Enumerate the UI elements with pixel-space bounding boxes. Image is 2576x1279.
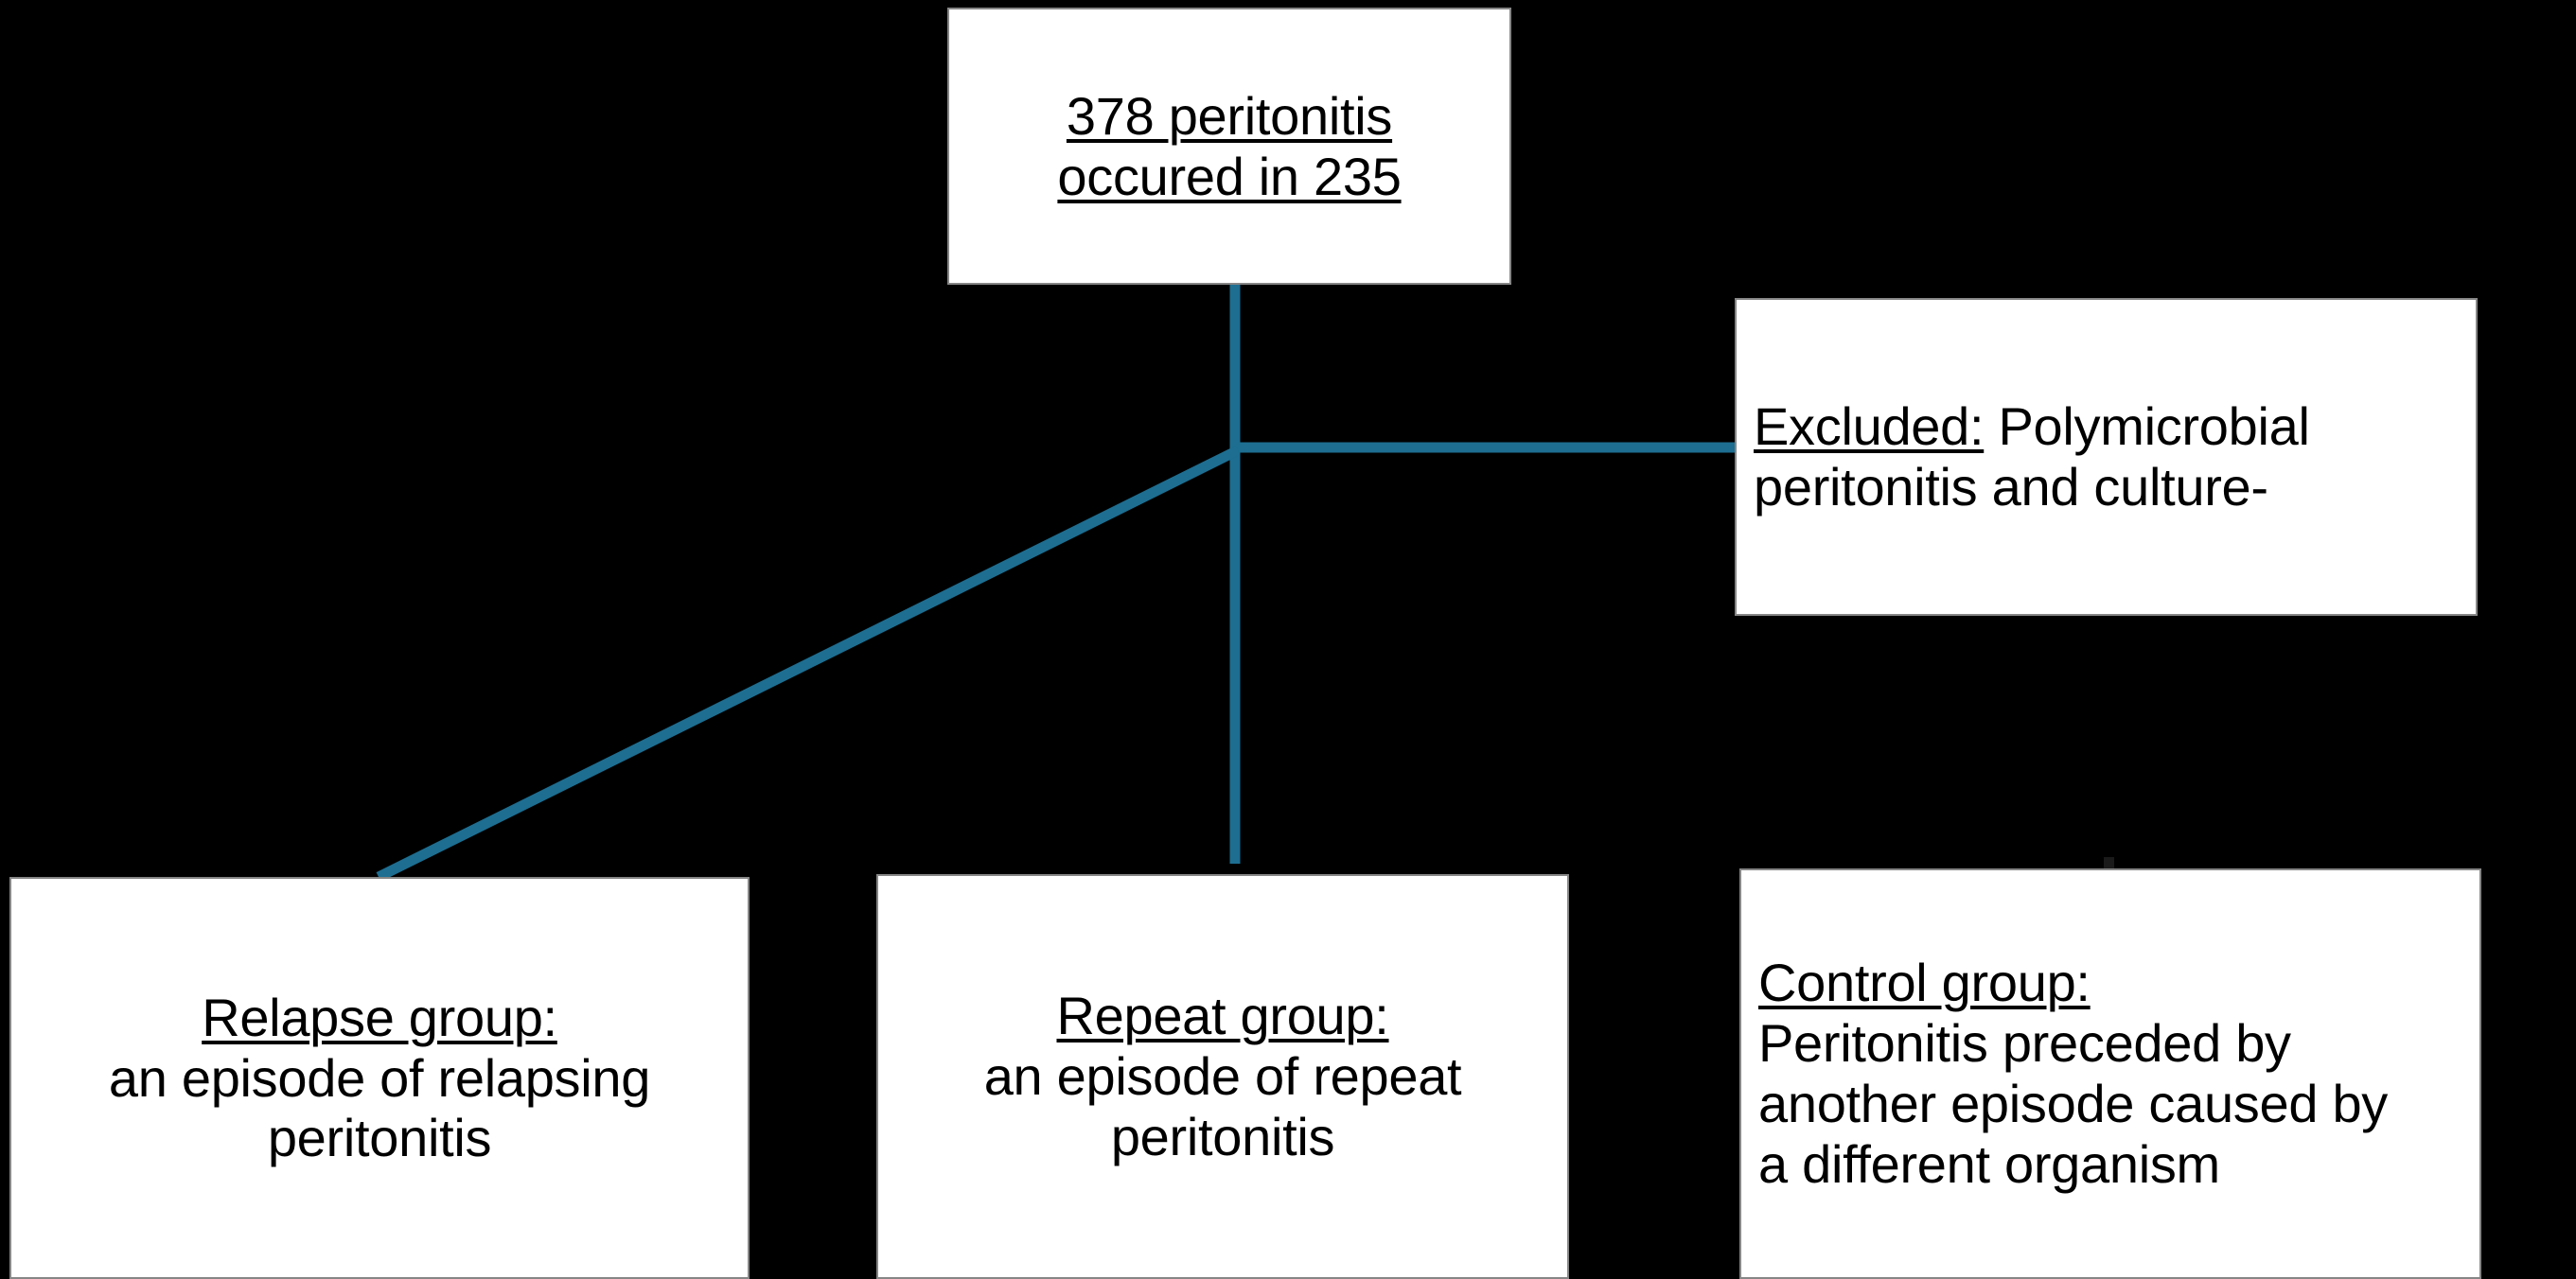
excluded-node-heading: Excluded: [1754,396,1985,457]
top-node-line-2: occured in 235 [1057,146,1402,206]
excluded-node-heading-suffix: Polymicrobial [1984,396,2310,457]
relapse-node-heading: Relapse group: [202,987,557,1047]
control-node[interactable]: Control group: Peritonitis preceded by a… [1739,868,2481,1279]
excluded-node-body: peritonitis and culture- [1754,457,2268,517]
repeat-node-heading: Repeat group: [1056,986,1389,1046]
connector-control-stub [2104,857,2114,874]
repeat-node-body-line-1: an episode of repeat [983,1046,1462,1107]
control-node-body-line-1: Peritonitis preceded by [1758,1013,2291,1074]
relapse-node-body-line-2: peritonitis [267,1108,492,1168]
connector-junction-to-relapse [376,446,1241,882]
excluded-node[interactable]: Excluded: Polymicrobial peritonitis and … [1735,298,2478,616]
control-node-body-line-2: another episode caused by [1758,1074,2388,1133]
top-node[interactable]: 378 peritonitis occured in 235 [947,8,1511,285]
control-node-heading: Control group: [1758,953,2091,1013]
relapse-node-body-line-1: an episode of relapsing [108,1047,651,1108]
repeat-node[interactable]: Repeat group: an episode of repeat perit… [876,874,1569,1279]
control-node-body-line-3: a different organism [1758,1133,2220,1194]
top-node-line-1: 378 peritonitis [1066,85,1393,146]
excluded-node-line-1: Excluded: Polymicrobial [1754,396,2310,457]
repeat-node-body-line-2: peritonitis [1110,1106,1335,1166]
relapse-node[interactable]: Relapse group: an episode of relapsing p… [9,877,750,1279]
